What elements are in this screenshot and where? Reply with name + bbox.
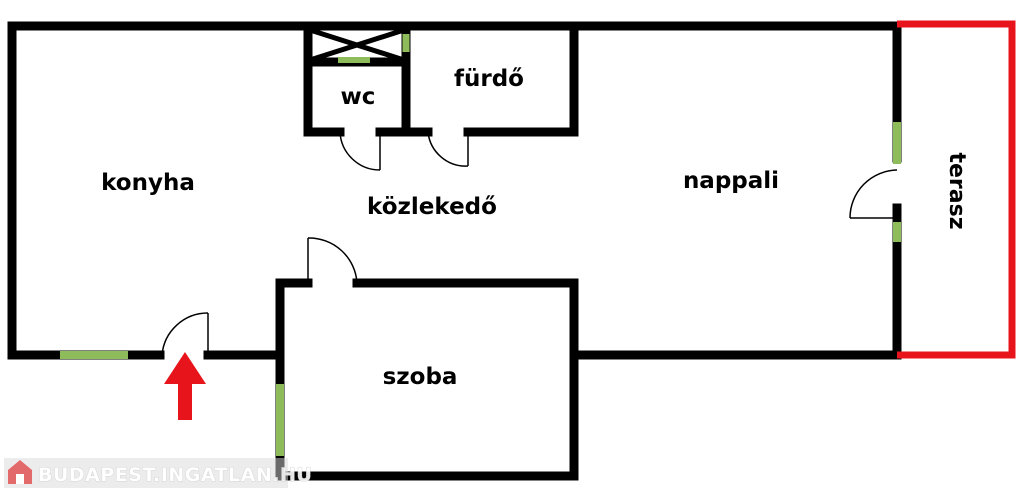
room-label-terasz: terasz: [944, 152, 969, 229]
doors: [161, 131, 898, 356]
room-label-konyha: konyha: [101, 170, 195, 196]
walls: [7, 21, 902, 481]
windows: [60, 34, 901, 456]
terrace-outline: [897, 20, 1016, 359]
door-entrance: [161, 312, 209, 356]
door-furdo: [427, 131, 469, 167]
door-wc: [339, 131, 381, 171]
entrance-arrow-icon: [164, 352, 206, 420]
room-label-wc: wc: [341, 84, 376, 110]
room-label-nappali: nappali: [683, 168, 779, 194]
shaft-cross: [309, 27, 405, 63]
watermark: BUDAPEST.INGATLAN.HU: [4, 458, 312, 488]
room-label-kozlekedo: közlekedő: [367, 194, 497, 220]
room-label-furdo: fürdő: [454, 66, 524, 92]
room-label-szoba: szoba: [383, 364, 458, 390]
door-szoba: [307, 237, 358, 284]
door-terasz: [849, 169, 898, 219]
house-icon: [8, 460, 32, 484]
watermark-text: BUDAPEST.INGATLAN.HU: [38, 464, 312, 486]
